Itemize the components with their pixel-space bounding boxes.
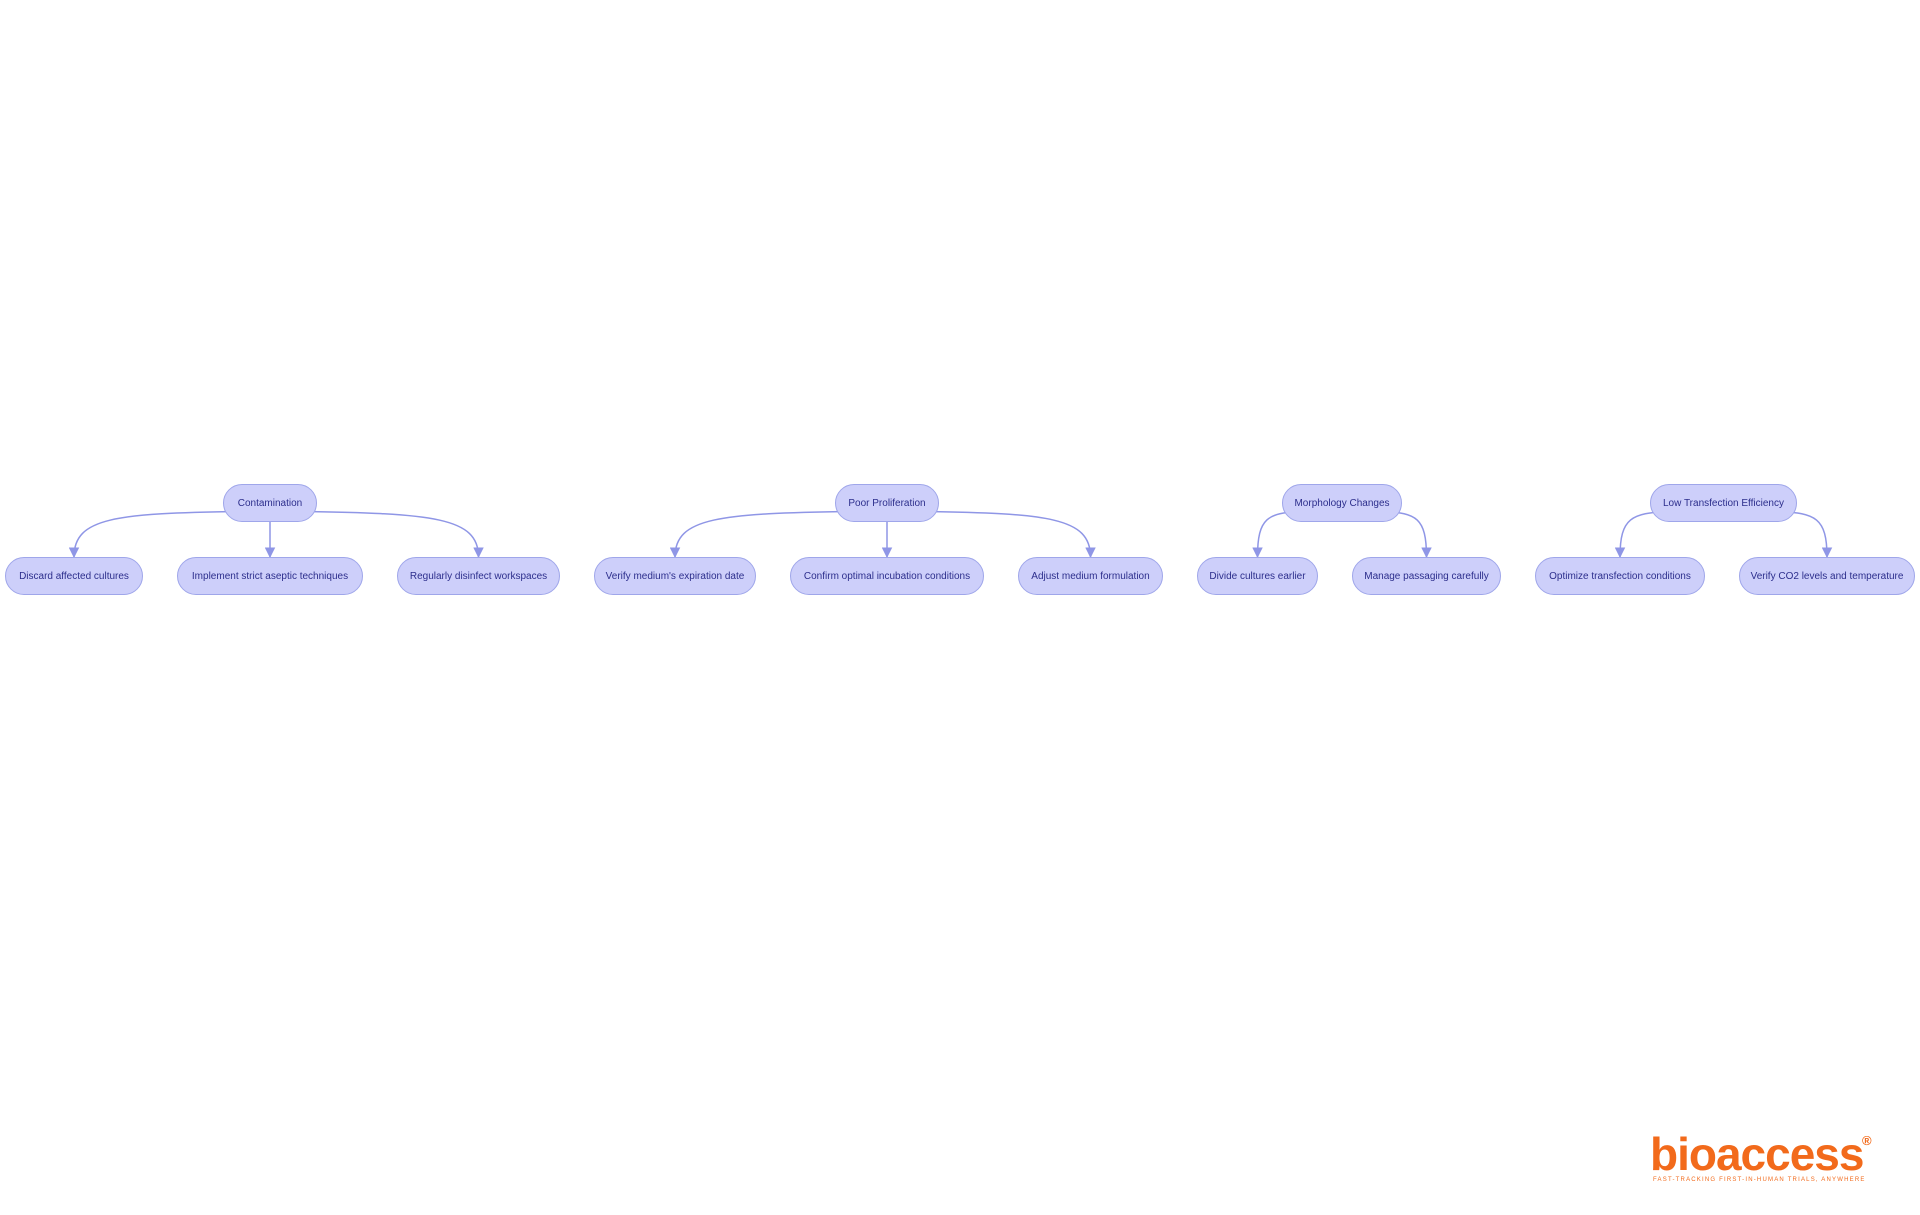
- logo-tagline: FAST-TRACKING FIRST-IN-HUMAN TRIALS, ANY…: [1653, 1177, 1866, 1183]
- node-regularly-disinfect-workspaces: Regularly disinfect workspaces: [397, 557, 560, 595]
- node-divide-cultures-earlier: Divide cultures earlier: [1197, 557, 1318, 595]
- node-confirm-incubation-conditions: Confirm optimal incubation conditions: [790, 557, 984, 595]
- edge-contamination-to-disinfect: [298, 510, 484, 559]
- bioaccess-logo: bioaccess ® FAST-TRACKING FIRST-IN-HUMAN…: [1650, 1130, 1880, 1186]
- node-verify-expiration-date: Verify medium's expiration date: [594, 557, 756, 595]
- logo-wordmark: bioaccess: [1650, 1128, 1864, 1180]
- node-verify-co2-levels: Verify CO2 levels and temperature: [1739, 557, 1915, 595]
- registered-mark-icon: ®: [1862, 1133, 1872, 1148]
- node-contamination: Contamination: [223, 484, 317, 522]
- node-morphology-changes: Morphology Changes: [1282, 484, 1402, 522]
- node-optimize-transfection-conditions: Optimize transfection conditions: [1535, 557, 1705, 595]
- node-low-transfection-efficiency: Low Transfection Efficiency: [1650, 484, 1797, 522]
- node-adjust-medium-formulation: Adjust medium formulation: [1018, 557, 1163, 595]
- edge-proliferation-to-formulation: [920, 510, 1096, 559]
- node-implement-aseptic-techniques: Implement strict aseptic techniques: [177, 557, 363, 595]
- node-discard-affected-cultures: Discard affected cultures: [5, 557, 143, 595]
- node-manage-passaging-carefully: Manage passaging carefully: [1352, 557, 1501, 595]
- edge-proliferation-to-expiration: [669, 510, 854, 559]
- edge-contamination-to-discard: [68, 510, 242, 559]
- node-poor-proliferation: Poor Proliferation: [835, 484, 939, 522]
